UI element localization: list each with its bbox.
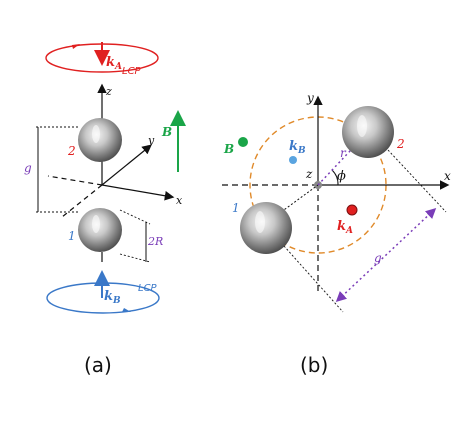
g-ref-lower-b — [283, 245, 344, 313]
g-label-b: g — [374, 251, 382, 265]
particle-2-label-b: 2 — [396, 137, 405, 151]
2R-label-a: 2R — [147, 235, 163, 248]
particle-1-label-a: 1 — [68, 229, 76, 243]
particle-2-a — [78, 118, 122, 162]
x-axis-label-b: x — [444, 169, 451, 183]
particle-2-highlight — [92, 125, 100, 143]
caption-b: (b) — [300, 353, 328, 377]
particle-1-label-b: 1 — [232, 201, 240, 215]
phi-label-b: ϕ — [337, 169, 346, 184]
r-label-b: r — [340, 146, 347, 160]
g-dimension-b — [335, 207, 437, 303]
g-label-a: g — [24, 161, 32, 175]
particle-1-highlight-b — [255, 211, 265, 233]
panel-b: y x z ϕ r 2 1 g B kB — [218, 91, 451, 377]
kA-label-a: kA — [106, 55, 122, 72]
particle-1-a — [78, 208, 122, 252]
2R-ref-top-a — [119, 209, 151, 225]
y-axis-label-b: y — [306, 91, 314, 105]
top-lcp-label: LCP — [122, 66, 142, 77]
y-axis-label-a: y — [147, 134, 155, 147]
kA-label-b: kA — [337, 219, 353, 236]
caption-a: (a) — [84, 353, 112, 377]
kB-label-a: kB — [104, 289, 121, 306]
B-field-label-b: B — [223, 142, 234, 156]
x-axis-label-a: x — [176, 194, 183, 207]
panel-a: kA LCP z 2 1 x y B g 2R — [24, 42, 186, 377]
x-axis-back-a — [47, 175, 103, 186]
particle-1-b — [240, 202, 292, 254]
B-field-dot-b — [238, 137, 248, 147]
bottom-lcp-label: LCP — [138, 283, 158, 294]
bottom-lcp-direction-icon — [122, 308, 131, 312]
particle-2-highlight-b — [357, 115, 367, 137]
z-axis-label-b: z — [305, 167, 313, 181]
z-axis-label-a: z — [105, 85, 112, 98]
particle-2-b — [342, 106, 394, 158]
particle-1-highlight — [92, 215, 100, 233]
B-field-label-a: B — [161, 125, 172, 139]
kA-dot-b — [346, 204, 358, 216]
kB-label-b: kB — [289, 139, 306, 156]
kB-dot-b — [289, 156, 297, 164]
top-lcp-direction-icon — [72, 44, 80, 49]
g-ref-upper-b — [387, 149, 447, 213]
2R-ref-bottom-a — [119, 253, 151, 263]
r-line-b — [317, 131, 369, 186]
y-axis-a — [101, 144, 152, 186]
particle-2-label-a: 2 — [67, 144, 76, 158]
x-axis-a — [101, 184, 175, 201]
axis-through-particles-b — [261, 184, 319, 227]
